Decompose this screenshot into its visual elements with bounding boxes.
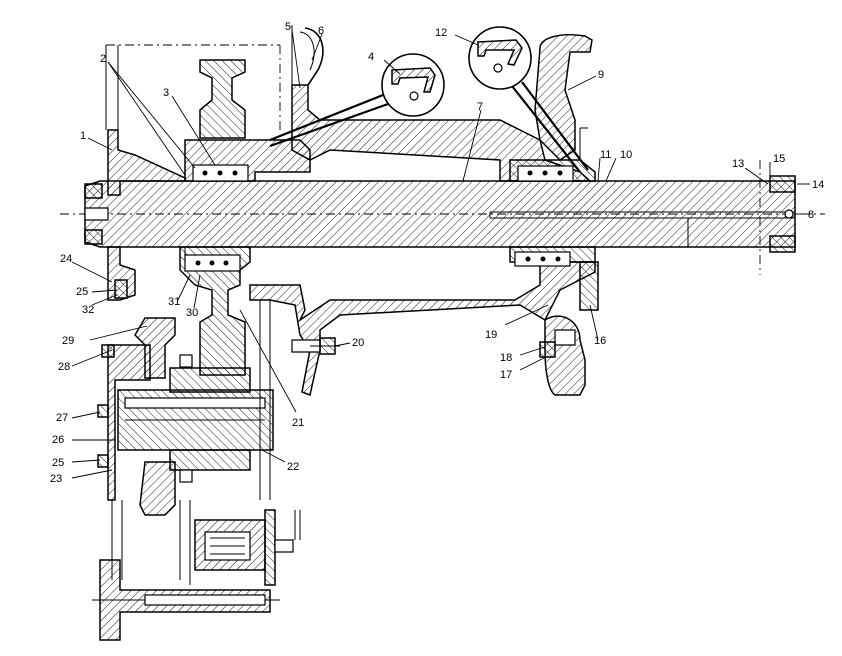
callout-7: 7 — [477, 101, 483, 113]
callout-30: 30 — [186, 307, 198, 319]
callout-3: 3 — [163, 87, 169, 99]
callout-2: 2 — [100, 53, 106, 65]
callout-27: 27 — [56, 412, 68, 424]
callout-20: 20 — [352, 337, 364, 349]
callout-28: 28 — [58, 361, 70, 373]
callout-15: 15 — [773, 153, 785, 165]
callout-17: 17 — [500, 369, 512, 381]
callout-11: 11 — [600, 149, 611, 161]
callout-29: 29 — [62, 335, 74, 347]
callout-25-upper: 25 — [76, 286, 88, 298]
lower-right-hub — [539, 315, 586, 396]
callout-13: 13 — [732, 158, 744, 170]
lower-gearbox — [97, 279, 274, 516]
leader-lines — [71, 29, 810, 479]
oil-plug-8 — [784, 209, 794, 219]
callout-19: 19 — [485, 329, 497, 341]
callout-labels: 1 2 3 4 5 6 7 8 9 10 11 12 13 14 15 16 1… — [50, 21, 824, 485]
main-shaft — [60, 160, 825, 275]
bottom-assembly — [92, 500, 301, 641]
callout-8: 8 — [808, 209, 814, 221]
detail-bubble-12 — [468, 26, 589, 173]
callout-6: 6 — [318, 25, 324, 37]
callout-32: 32 — [82, 304, 94, 316]
callout-21: 21 — [292, 417, 304, 429]
callout-10: 10 — [620, 149, 632, 161]
callout-4: 4 — [368, 51, 374, 63]
callout-26: 26 — [52, 434, 64, 446]
callout-18: 18 — [500, 352, 512, 364]
callout-25-lower: 25 — [52, 457, 64, 469]
callout-14: 14 — [812, 179, 824, 191]
callout-5: 5 — [285, 21, 291, 33]
callout-9: 9 — [598, 69, 604, 81]
callout-16: 16 — [594, 335, 606, 347]
callout-31: 31 — [168, 296, 180, 308]
callout-12: 12 — [435, 27, 447, 39]
detail-bubble-4 — [269, 53, 445, 148]
callout-23: 23 — [50, 473, 62, 485]
callout-1: 1 — [80, 130, 86, 142]
callout-22: 22 — [287, 461, 299, 473]
center-housing-lower — [249, 246, 599, 397]
callout-24: 24 — [60, 253, 72, 265]
